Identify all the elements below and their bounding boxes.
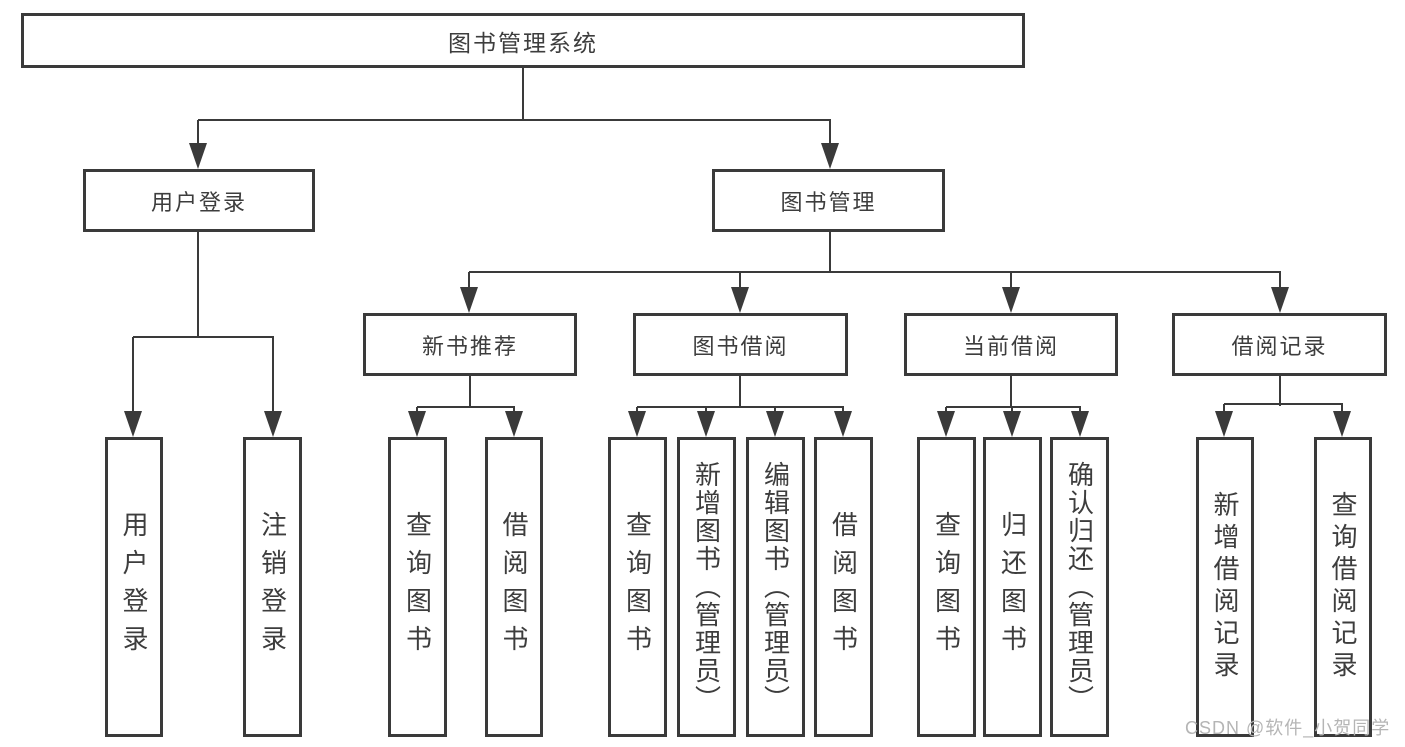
node-label: 用户登录 bbox=[150, 189, 247, 215]
connector-line bbox=[468, 376, 472, 408]
connector-line bbox=[828, 232, 832, 273]
node-user-login-leaf: 用户登录 bbox=[105, 437, 163, 737]
node-user-login: 用户登录 bbox=[83, 169, 315, 232]
arrow-head-icon bbox=[1003, 411, 1021, 437]
node-label: 归还图书 bbox=[997, 511, 1028, 663]
connector-line bbox=[704, 407, 708, 414]
node-label: 用户登录 bbox=[119, 511, 149, 663]
node-label: 新书推荐 bbox=[421, 333, 518, 359]
node-label: 借阅记录 bbox=[1231, 333, 1328, 359]
node-edit-book-admin: 编辑图书（管理员） bbox=[746, 437, 805, 737]
node-label: 新增图书（管理员） bbox=[691, 461, 722, 713]
node-return-books: 归还图书 bbox=[983, 437, 1042, 737]
connector-line bbox=[415, 407, 419, 414]
arrow-head-icon bbox=[408, 411, 426, 437]
node-new-book-recommend: 新书推荐 bbox=[363, 313, 577, 376]
connector-line bbox=[512, 407, 516, 414]
node-label: 编辑图书（管理员） bbox=[760, 461, 791, 713]
connector-line bbox=[467, 272, 471, 290]
node-library-system: 图书管理系统 bbox=[21, 13, 1025, 68]
node-borrow-books-2: 借阅图书 bbox=[814, 437, 873, 737]
connector-line bbox=[828, 120, 832, 145]
connector-line bbox=[637, 405, 844, 409]
node-label: 借阅图书 bbox=[499, 511, 529, 663]
arrow-head-icon bbox=[505, 411, 523, 437]
connector-line bbox=[133, 335, 274, 339]
arrow-head-icon bbox=[264, 411, 282, 437]
arrow-head-icon bbox=[1071, 411, 1089, 437]
arrow-head-icon bbox=[460, 287, 478, 313]
connector-line bbox=[521, 68, 525, 120]
arrow-head-icon bbox=[821, 143, 839, 169]
node-query-books-2: 查询图书 bbox=[608, 437, 667, 737]
node-label: 当前借阅 bbox=[962, 333, 1059, 359]
node-label: 图书管理系统 bbox=[448, 29, 598, 56]
node-label: 图书管理 bbox=[780, 189, 877, 215]
node-label: 图书借阅 bbox=[692, 333, 789, 359]
connector-line bbox=[1222, 404, 1226, 414]
arrow-head-icon bbox=[1333, 411, 1351, 437]
connector-line bbox=[738, 272, 742, 290]
node-query-borrow-record: 查询借阅记录 bbox=[1314, 437, 1372, 737]
connector-line bbox=[946, 405, 1081, 409]
node-add-book-admin: 新增图书（管理员） bbox=[677, 437, 736, 737]
watermark-text: CSDN @软件_小贺同学 bbox=[1185, 718, 1391, 738]
connector-line bbox=[1078, 407, 1082, 414]
arrow-head-icon bbox=[1215, 411, 1233, 437]
connector-line bbox=[1278, 376, 1282, 406]
node-borrow-books-1: 借阅图书 bbox=[485, 437, 543, 737]
node-label: 新增借阅记录 bbox=[1210, 491, 1240, 683]
connector-line bbox=[271, 337, 275, 413]
connector-line bbox=[131, 337, 135, 413]
connector-line bbox=[635, 407, 639, 414]
arrow-head-icon bbox=[766, 411, 784, 437]
node-book-borrowing: 图书借阅 bbox=[633, 313, 848, 376]
arrow-head-icon bbox=[1002, 287, 1020, 313]
connector-line bbox=[1224, 402, 1343, 406]
arrow-head-icon bbox=[124, 411, 142, 437]
node-logout: 注销登录 bbox=[243, 437, 302, 737]
node-label: 查询图书 bbox=[622, 511, 653, 663]
node-label: 查询图书 bbox=[931, 511, 962, 663]
connector-line bbox=[417, 405, 515, 409]
node-label: 注销登录 bbox=[257, 511, 288, 663]
node-label: 确认归还（管理员） bbox=[1064, 461, 1095, 713]
connector-line bbox=[196, 120, 200, 145]
connector-line bbox=[944, 407, 948, 414]
connector-line bbox=[1010, 407, 1014, 414]
node-label: 借阅图书 bbox=[828, 511, 859, 663]
node-query-books-3: 查询图书 bbox=[917, 437, 976, 737]
node-current-borrowing: 当前借阅 bbox=[904, 313, 1118, 376]
arrow-head-icon bbox=[1271, 287, 1289, 313]
node-add-borrow-record: 新增借阅记录 bbox=[1196, 437, 1254, 737]
node-confirm-return-admin: 确认归还（管理员） bbox=[1050, 437, 1109, 737]
arrow-head-icon bbox=[937, 411, 955, 437]
connector-line bbox=[198, 118, 831, 122]
arrow-head-icon bbox=[834, 411, 852, 437]
arrow-head-icon bbox=[697, 411, 715, 437]
arrow-head-icon bbox=[189, 143, 207, 169]
connector-line bbox=[1278, 272, 1282, 290]
node-book-management: 图书管理 bbox=[712, 169, 945, 232]
node-borrowing-records: 借阅记录 bbox=[1172, 313, 1387, 376]
arrow-head-icon bbox=[628, 411, 646, 437]
connector-line bbox=[738, 376, 742, 408]
connector-line bbox=[773, 407, 777, 414]
node-label: 查询图书 bbox=[402, 511, 433, 663]
arrow-head-icon bbox=[731, 287, 749, 313]
connector-line bbox=[1009, 272, 1013, 290]
connector-line bbox=[1340, 404, 1344, 414]
connector-line bbox=[841, 407, 845, 414]
connector-line bbox=[196, 232, 200, 338]
node-query-books-1: 查询图书 bbox=[388, 437, 447, 737]
connector-line bbox=[469, 270, 1281, 274]
node-label: 查询借阅记录 bbox=[1328, 491, 1358, 683]
connector-line bbox=[1009, 376, 1013, 408]
